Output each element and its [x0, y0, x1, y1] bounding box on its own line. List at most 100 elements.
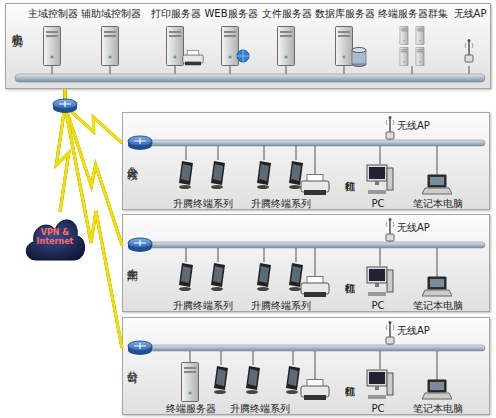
- pc-icon: [367, 165, 393, 194]
- device-node: PC: [363, 157, 393, 209]
- device-label: PC: [363, 300, 393, 311]
- device-label: PC: [363, 403, 393, 414]
- device-label: 终端服务器群集: [377, 8, 449, 19]
- network-bus: [150, 242, 485, 248]
- device-label: 笔记本电脑: [407, 403, 469, 414]
- terminal-icon: [257, 161, 271, 189]
- globe-icon: [237, 50, 249, 62]
- device-label: 无线AP: [449, 8, 491, 19]
- device-label: 笔记本电脑: [407, 198, 469, 209]
- terminal-icon: [211, 161, 225, 189]
- wireless-ap-icon: [386, 218, 394, 241]
- server-icon: [278, 27, 295, 66]
- device-node: 数据库服务器: [314, 8, 376, 76]
- device-node: 升腾终端系列: [165, 259, 241, 311]
- router-icon: [128, 238, 152, 252]
- network-bus: [15, 74, 485, 82]
- device-node: 主域控制器: [27, 8, 79, 76]
- terminal-icon: [289, 161, 303, 189]
- drop-wire: [150, 240, 437, 277]
- device-node: 终端服务器群集: [377, 8, 449, 76]
- network-bus: [150, 345, 485, 351]
- server-icon: [44, 27, 61, 66]
- device-node: 打印机: [301, 259, 357, 311]
- server-icon: [416, 47, 424, 66]
- server-icon: [416, 26, 424, 45]
- device-node: PC: [363, 362, 393, 414]
- device-label: 升腾终端系列: [243, 198, 319, 209]
- globe-icon: [237, 50, 249, 62]
- printer-icon: [301, 380, 329, 401]
- device-label: PC: [363, 198, 393, 209]
- device-node: 笔记本电脑: [407, 259, 469, 311]
- device-node: PC: [363, 259, 393, 311]
- device-node: WEB服务器: [203, 8, 259, 76]
- device-label: 无线AP: [397, 222, 430, 233]
- router-icon: [128, 136, 152, 150]
- printer-icon: [301, 277, 329, 298]
- device-label: 升腾终端系列: [165, 198, 241, 209]
- server-icon: [167, 27, 184, 66]
- site-label: 分公司: [126, 362, 138, 365]
- device-label: 文件服务器: [261, 8, 313, 19]
- device-label: WEB服务器: [203, 8, 259, 19]
- device-node: 打印机: [301, 362, 357, 414]
- database-icon: [352, 50, 366, 64]
- cloud-outline: [26, 220, 84, 260]
- laptop-icon: [422, 277, 452, 296]
- drop-wire: [150, 343, 437, 380]
- device-label: 升腾终端系列: [223, 403, 297, 414]
- device-node: 终端服务器: [161, 362, 221, 414]
- site-label: 办公大楼: [126, 157, 138, 161]
- device-label: 终端服务器: [161, 403, 221, 414]
- device-node: 升腾终端系列: [223, 362, 297, 414]
- site-panel: 生产车间无线AP升腾终端系列升腾终端系列打印机PC笔记本电脑: [122, 214, 490, 312]
- wireless-ap-icon: [386, 116, 394, 139]
- wireless-link: [65, 89, 122, 348]
- router-icon: [53, 99, 77, 113]
- device-node: 笔记本电脑: [407, 362, 469, 414]
- server-icon: [102, 27, 119, 66]
- device-node: 打印服务器: [150, 8, 202, 76]
- terminal-icon: [214, 366, 228, 394]
- terminal-icon: [179, 263, 193, 291]
- pc-icon: [367, 267, 393, 296]
- drop-wire: [150, 138, 437, 175]
- site-panel: 办公大楼无线AP升腾终端系列升腾终端系列打印机PC笔记本电脑: [122, 112, 490, 210]
- site-panel: 分公司 无线AP 终端服务器升腾终端系列打印机 PC 笔记本电脑: [122, 317, 490, 415]
- drop-wire: [52, 66, 469, 74]
- device-node: 无线AP: [397, 219, 443, 237]
- wireless-ap-icon: [386, 321, 394, 344]
- device-node: 无线AP: [397, 117, 443, 135]
- wireless-link: [56, 89, 69, 212]
- device-node: 升腾终端系列: [165, 157, 241, 209]
- server-icon: [182, 363, 199, 402]
- site-label: 中心机房: [11, 24, 23, 28]
- site-panel: 中心机房主域控制器辅助域控制器打印服务器WEB服务器文件服务器数据库服务器终端服…: [5, 3, 491, 89]
- wireless-link: [65, 89, 122, 245]
- pc-icon: [367, 370, 393, 399]
- router-icon: [128, 341, 152, 355]
- printer-icon: [301, 175, 329, 196]
- terminal-icon: [179, 161, 193, 189]
- device-node: 文件服务器: [261, 8, 313, 76]
- laptop-icon: [422, 380, 452, 399]
- server-icon: [336, 27, 353, 66]
- device-label: 打印服务器: [150, 8, 202, 19]
- terminal-icon: [211, 263, 225, 291]
- wireless-link: [65, 89, 122, 143]
- database-icon: [352, 62, 366, 67]
- server-icon: [222, 27, 239, 66]
- terminal-icon: [257, 263, 271, 291]
- network-cloud: VPN & Internet: [22, 212, 88, 262]
- device-node: 升腾终端系列: [243, 259, 319, 311]
- device-label: 辅助域控制器: [80, 8, 142, 19]
- device-node: 辅助域控制器: [80, 8, 142, 76]
- device-node: 打印机: [301, 157, 357, 209]
- printer-icon: [183, 50, 203, 65]
- device-node: 升腾终端系列: [243, 157, 319, 209]
- wireless-ap-icon: [465, 39, 473, 62]
- network-bus: [150, 140, 485, 146]
- device-label: 无线AP: [397, 325, 430, 336]
- terminal-icon: [286, 366, 300, 394]
